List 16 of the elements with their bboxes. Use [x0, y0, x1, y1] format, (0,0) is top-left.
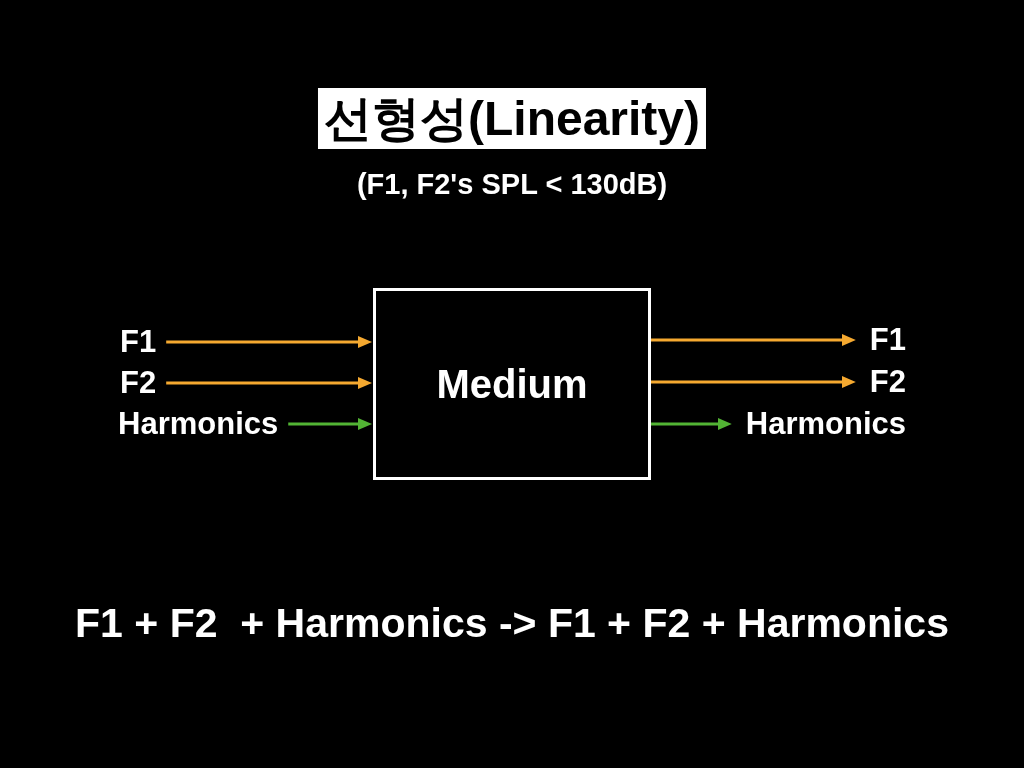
arrow — [651, 376, 856, 388]
input-label: Harmonics — [118, 406, 279, 442]
arrow — [651, 418, 732, 430]
input-label: F2 — [120, 365, 157, 401]
title: 선형성(Linearity) — [318, 88, 706, 149]
input-label: F1 — [120, 324, 157, 360]
arrow — [166, 377, 372, 389]
subtitle: (F1, F2's SPL < 130dB) — [356, 169, 668, 201]
arrow — [166, 336, 372, 348]
equation-text: F1 + F2 + Harmonics -> F1 + F2 + Harmonics — [75, 601, 949, 647]
arrow — [651, 334, 856, 346]
output-label: F2 — [869, 364, 906, 400]
process-box: Medium — [373, 288, 651, 480]
output-label: F1 — [869, 322, 906, 358]
arrow — [288, 418, 372, 430]
output-label: Harmonics — [745, 406, 906, 442]
